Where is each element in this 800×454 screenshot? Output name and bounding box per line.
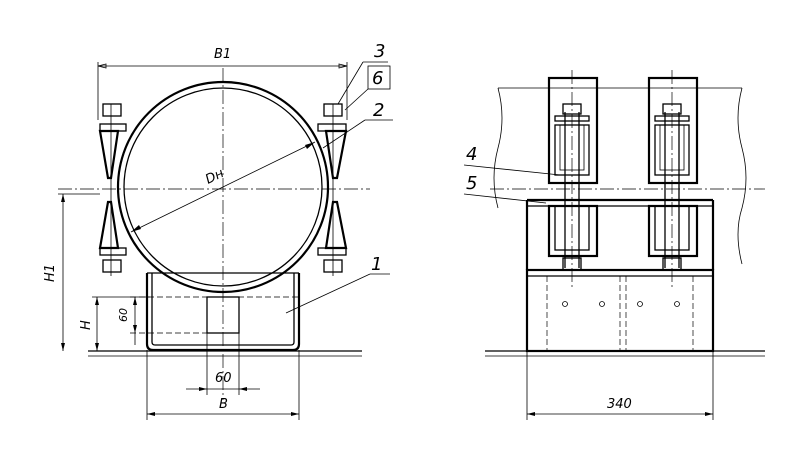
b-label: B [219,397,228,412]
d60-horizontal-label: 60 [215,371,232,386]
d340-label: 340 [607,397,632,412]
callout-4: 4 [466,144,477,165]
side-base [525,268,715,353]
side-view: 4 5 340 [463,70,765,420]
left-clamp [98,103,127,276]
pipe-inner [123,87,323,287]
callout-1: 1 [371,254,382,275]
callout-2: 2 [373,100,384,121]
d60-vertical-label: 60 [117,308,130,322]
callout-3: 3 [374,41,385,62]
callout-5: 5 [466,173,477,194]
h-label: H [79,320,94,330]
right-clamp [317,103,348,276]
h1-label: H1 [43,264,58,282]
dn-dimension-line [130,141,316,233]
side-right-clamp [647,70,699,290]
side-left-clamp [547,70,599,290]
front-view: B1 Dн H1 H 60 60 B 1 [43,41,393,420]
callout-6: 6 [372,68,383,89]
dn-label: Dн [203,166,227,188]
b1-label: B1 [214,47,231,62]
